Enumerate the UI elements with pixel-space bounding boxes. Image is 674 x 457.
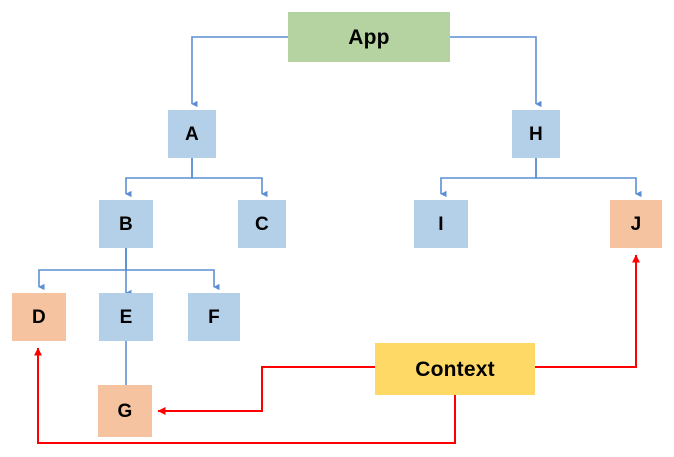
- tree-edge-a-to-b: [125, 158, 193, 198]
- node-label-i: I: [438, 213, 444, 235]
- tree-edge-h-to-j: [535, 158, 642, 198]
- context-edge-context-to-j: [535, 254, 640, 368]
- node-label-d: D: [32, 306, 46, 328]
- node-b[interactable]: B: [99, 200, 153, 248]
- node-app[interactable]: App: [288, 12, 450, 62]
- node-label-f: F: [208, 306, 220, 328]
- node-j[interactable]: J: [610, 200, 662, 248]
- tree-edge-b-to-f: [125, 248, 220, 291]
- tree-edge-b-to-d: [38, 248, 127, 291]
- tree-edge-a-to-c: [191, 158, 268, 198]
- node-label-c: C: [255, 213, 269, 235]
- node-g[interactable]: G: [98, 385, 152, 437]
- node-d[interactable]: D: [12, 293, 66, 341]
- node-i[interactable]: I: [414, 200, 468, 248]
- node-label-g: G: [117, 400, 133, 422]
- node-label-j: J: [630, 213, 642, 235]
- node-e[interactable]: E: [99, 293, 153, 341]
- node-context[interactable]: Context: [375, 343, 535, 395]
- node-h[interactable]: H: [512, 110, 560, 158]
- node-label-app: App: [348, 25, 390, 49]
- node-label-a: A: [185, 123, 199, 145]
- context-edge-context-to-g: [157, 366, 375, 415]
- node-label-context: Context: [415, 357, 495, 381]
- tree-edge-app-to-h: [450, 36, 542, 108]
- node-label-e: E: [119, 306, 133, 328]
- node-a[interactable]: A: [168, 110, 216, 158]
- node-f[interactable]: F: [188, 293, 240, 341]
- tree-edge-app-to-a: [191, 36, 288, 108]
- node-label-h: H: [529, 123, 543, 145]
- node-label-b: B: [119, 213, 133, 235]
- node-c[interactable]: C: [238, 200, 286, 248]
- tree-edge-h-to-i: [440, 158, 537, 198]
